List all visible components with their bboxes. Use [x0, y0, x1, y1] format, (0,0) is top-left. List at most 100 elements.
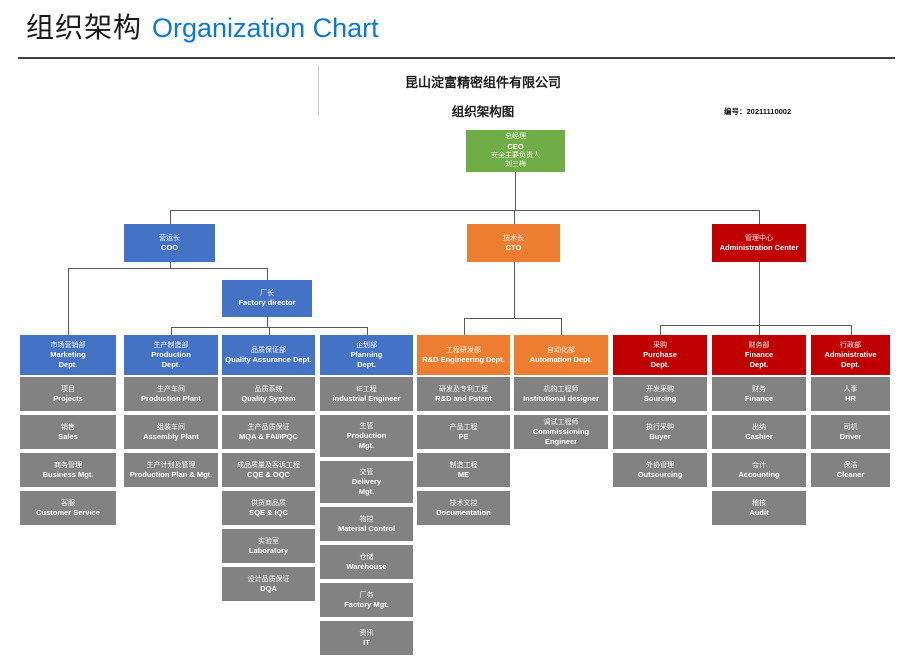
node-label: 制造工程	[449, 461, 478, 469]
node-label: MQA & FAI/IPQC	[239, 431, 298, 441]
node-label: R&D Engineering Dept.	[422, 354, 505, 364]
node-label: Sourcing	[643, 393, 677, 403]
node-label: 产品工程	[449, 423, 478, 431]
node-label: 客服	[61, 499, 75, 507]
connector-line	[515, 172, 516, 210]
connector-line	[267, 268, 268, 280]
node-label: 生产品质保证	[247, 423, 290, 431]
node-label: Business Mgt.	[42, 469, 94, 479]
node-label: Delivery Mgt.	[351, 476, 382, 496]
node-label: industrial Engineer	[332, 393, 401, 403]
node-label: Marketing Dept.	[50, 349, 86, 369]
node-label: 行政部	[840, 341, 861, 349]
connector-line	[514, 262, 515, 318]
connector-line	[269, 327, 270, 335]
node-label: HR	[845, 393, 856, 403]
node-label: Sales	[58, 431, 78, 441]
node-label: Factory Mgt.	[344, 599, 389, 609]
node-label: Accounting	[738, 469, 780, 479]
node-label: 企划部	[356, 341, 377, 349]
connector-line	[561, 318, 562, 335]
node-label: 成品质量及客诉工程	[237, 461, 300, 469]
node-label: CEO	[507, 141, 524, 151]
node-label: Outsourcing	[637, 469, 683, 479]
node-label: 采购	[653, 341, 667, 349]
connector-line	[660, 325, 851, 326]
node-label: Documentation	[436, 507, 491, 517]
connector-line	[170, 210, 171, 224]
node-label: 实验室	[258, 537, 279, 545]
node-label: 机构工程师	[543, 385, 579, 393]
node-label: Commissioning Engineer	[532, 426, 590, 446]
connector-line	[759, 325, 760, 335]
node-label: Driver	[839, 431, 862, 441]
page-title-en: Organization Chart	[152, 13, 379, 43]
node-label: SQE & IQC	[249, 507, 288, 517]
connector-line	[759, 210, 760, 224]
node-label: CQE & OQC	[247, 469, 290, 479]
company-name: 昆山淀富精密组件有限公司	[404, 75, 561, 90]
node-label: 商务管理	[54, 461, 82, 469]
node-label: CTO	[505, 242, 522, 252]
node-label: 人事	[843, 385, 858, 393]
node-label: 市场营销部	[50, 341, 86, 349]
node-label: 生产制造部	[153, 341, 189, 349]
node-label: 自动化部	[547, 346, 575, 354]
connector-line	[171, 327, 172, 335]
node-label: Assembly Plant	[143, 431, 199, 441]
node-label: Warehouse	[346, 561, 387, 571]
node-label: 品质保证部	[251, 346, 286, 354]
node-label: 调试工程师	[543, 418, 579, 426]
node-label: IE工程	[356, 385, 377, 393]
node-label: DQA	[260, 583, 277, 593]
node-label: 营运长	[159, 234, 180, 242]
node-label: 技术长	[503, 234, 524, 242]
connector-line	[68, 268, 267, 269]
node-label: 交管	[359, 468, 374, 476]
node-label: Cashier	[745, 431, 773, 441]
node-label: 组装车间	[157, 423, 185, 431]
page-title-zh: 组织架构	[26, 11, 143, 44]
node-label: Factory director	[238, 298, 296, 308]
node-label: 项目	[61, 385, 75, 393]
node-label: 工程研发部	[446, 346, 481, 354]
node-label: Administrative Dept.	[824, 349, 877, 369]
connector-line	[464, 318, 465, 335]
node-label: 稽核	[752, 499, 766, 507]
node-label: 执行采购	[646, 423, 674, 431]
connector-line	[170, 210, 760, 211]
node-label: Quality System	[241, 393, 296, 403]
node-label: Finance Dept.	[744, 349, 774, 369]
node-label: 财务	[752, 385, 766, 393]
node-label: Production Plan & Mgt.	[129, 469, 213, 479]
